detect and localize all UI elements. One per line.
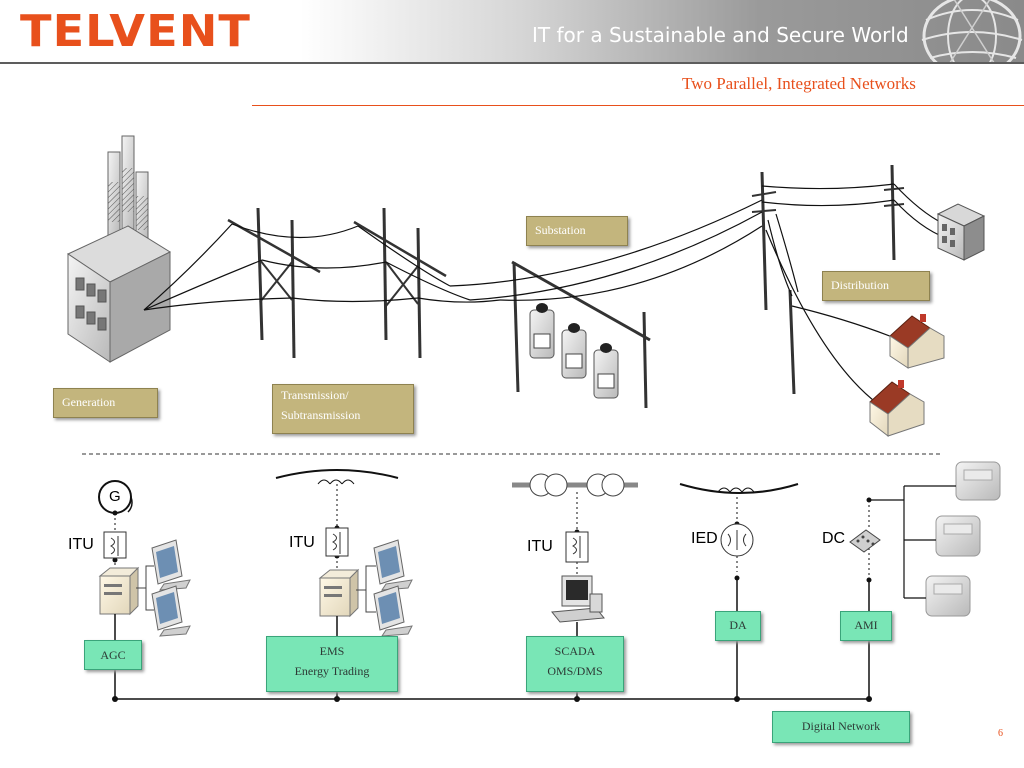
substation-icon <box>511 260 651 409</box>
generator-g-label: G <box>109 488 121 505</box>
bracket-connector <box>136 565 376 613</box>
server-icon <box>318 568 360 618</box>
distribution-pole-icon <box>751 164 905 395</box>
transmission-tower-icon <box>227 207 321 359</box>
scada-label: SCADA OMS/DMS <box>526 636 624 692</box>
ems-label-line2: Energy Trading <box>294 664 370 678</box>
globe-icon <box>921 0 1023 62</box>
page-number: 6 <box>998 728 1003 739</box>
ems-label-line1: EMS <box>319 644 345 658</box>
monitor-icon <box>373 585 413 637</box>
monitor-icon <box>373 539 413 591</box>
meter-icon <box>925 575 971 617</box>
house-icon <box>889 314 945 369</box>
header-tagline: IT for a Sustainable and Secure World <box>532 23 909 47</box>
da-label: DA <box>715 611 761 641</box>
header-banner: TELVENT IT for a Sustainable and Secure … <box>0 0 1024 64</box>
transmission-label-line1: Transmission/ <box>281 388 349 402</box>
monitor-icon <box>151 539 191 591</box>
substation-label: Substation <box>526 216 628 246</box>
itu-device-icon <box>325 527 349 557</box>
ied-label: IED <box>691 530 718 547</box>
scada-label-line2: OMS/DMS <box>547 664 603 678</box>
power-lines <box>143 183 947 405</box>
house-icon <box>869 380 925 438</box>
itu-device-icon <box>565 531 589 563</box>
itu-label: ITU <box>68 536 94 553</box>
itu-device-icon <box>103 531 127 559</box>
distribution-label: Distribution <box>822 271 930 301</box>
meter-icon <box>935 515 981 557</box>
agc-label: AGC <box>84 640 142 670</box>
data-concentrator-icon <box>849 529 881 553</box>
slide-title: Two Parallel, Integrated Networks <box>682 74 916 93</box>
digital-network-label: Digital Network <box>772 711 910 743</box>
itu-label: ITU <box>289 534 315 551</box>
itu-label: ITU <box>527 538 553 555</box>
transmission-tower-icon <box>353 207 447 359</box>
building-icon <box>936 203 986 261</box>
meter-bus <box>869 485 956 599</box>
transmission-label: Transmission/ Subtransmission <box>272 384 414 434</box>
ami-label: AMI <box>840 611 892 641</box>
telvent-logo: TELVENT <box>20 6 251 57</box>
feeder-line-icon <box>275 469 799 494</box>
transformer-symbol <box>512 473 638 497</box>
ems-label: EMS Energy Trading <box>266 636 398 692</box>
ied-device-icon <box>720 523 754 557</box>
monitor-icon <box>151 585 191 637</box>
transmission-label-line2: Subtransmission <box>281 408 361 422</box>
power-plant-icon <box>66 135 172 363</box>
signal-connectors <box>114 484 870 586</box>
meter-icon <box>955 461 1001 501</box>
generation-label: Generation <box>53 388 158 418</box>
server-icon <box>98 566 140 616</box>
title-divider <box>252 105 1024 106</box>
dc-label: DC <box>822 530 846 547</box>
scada-label-line1: SCADA <box>554 644 596 658</box>
workstation-icon <box>551 575 605 623</box>
